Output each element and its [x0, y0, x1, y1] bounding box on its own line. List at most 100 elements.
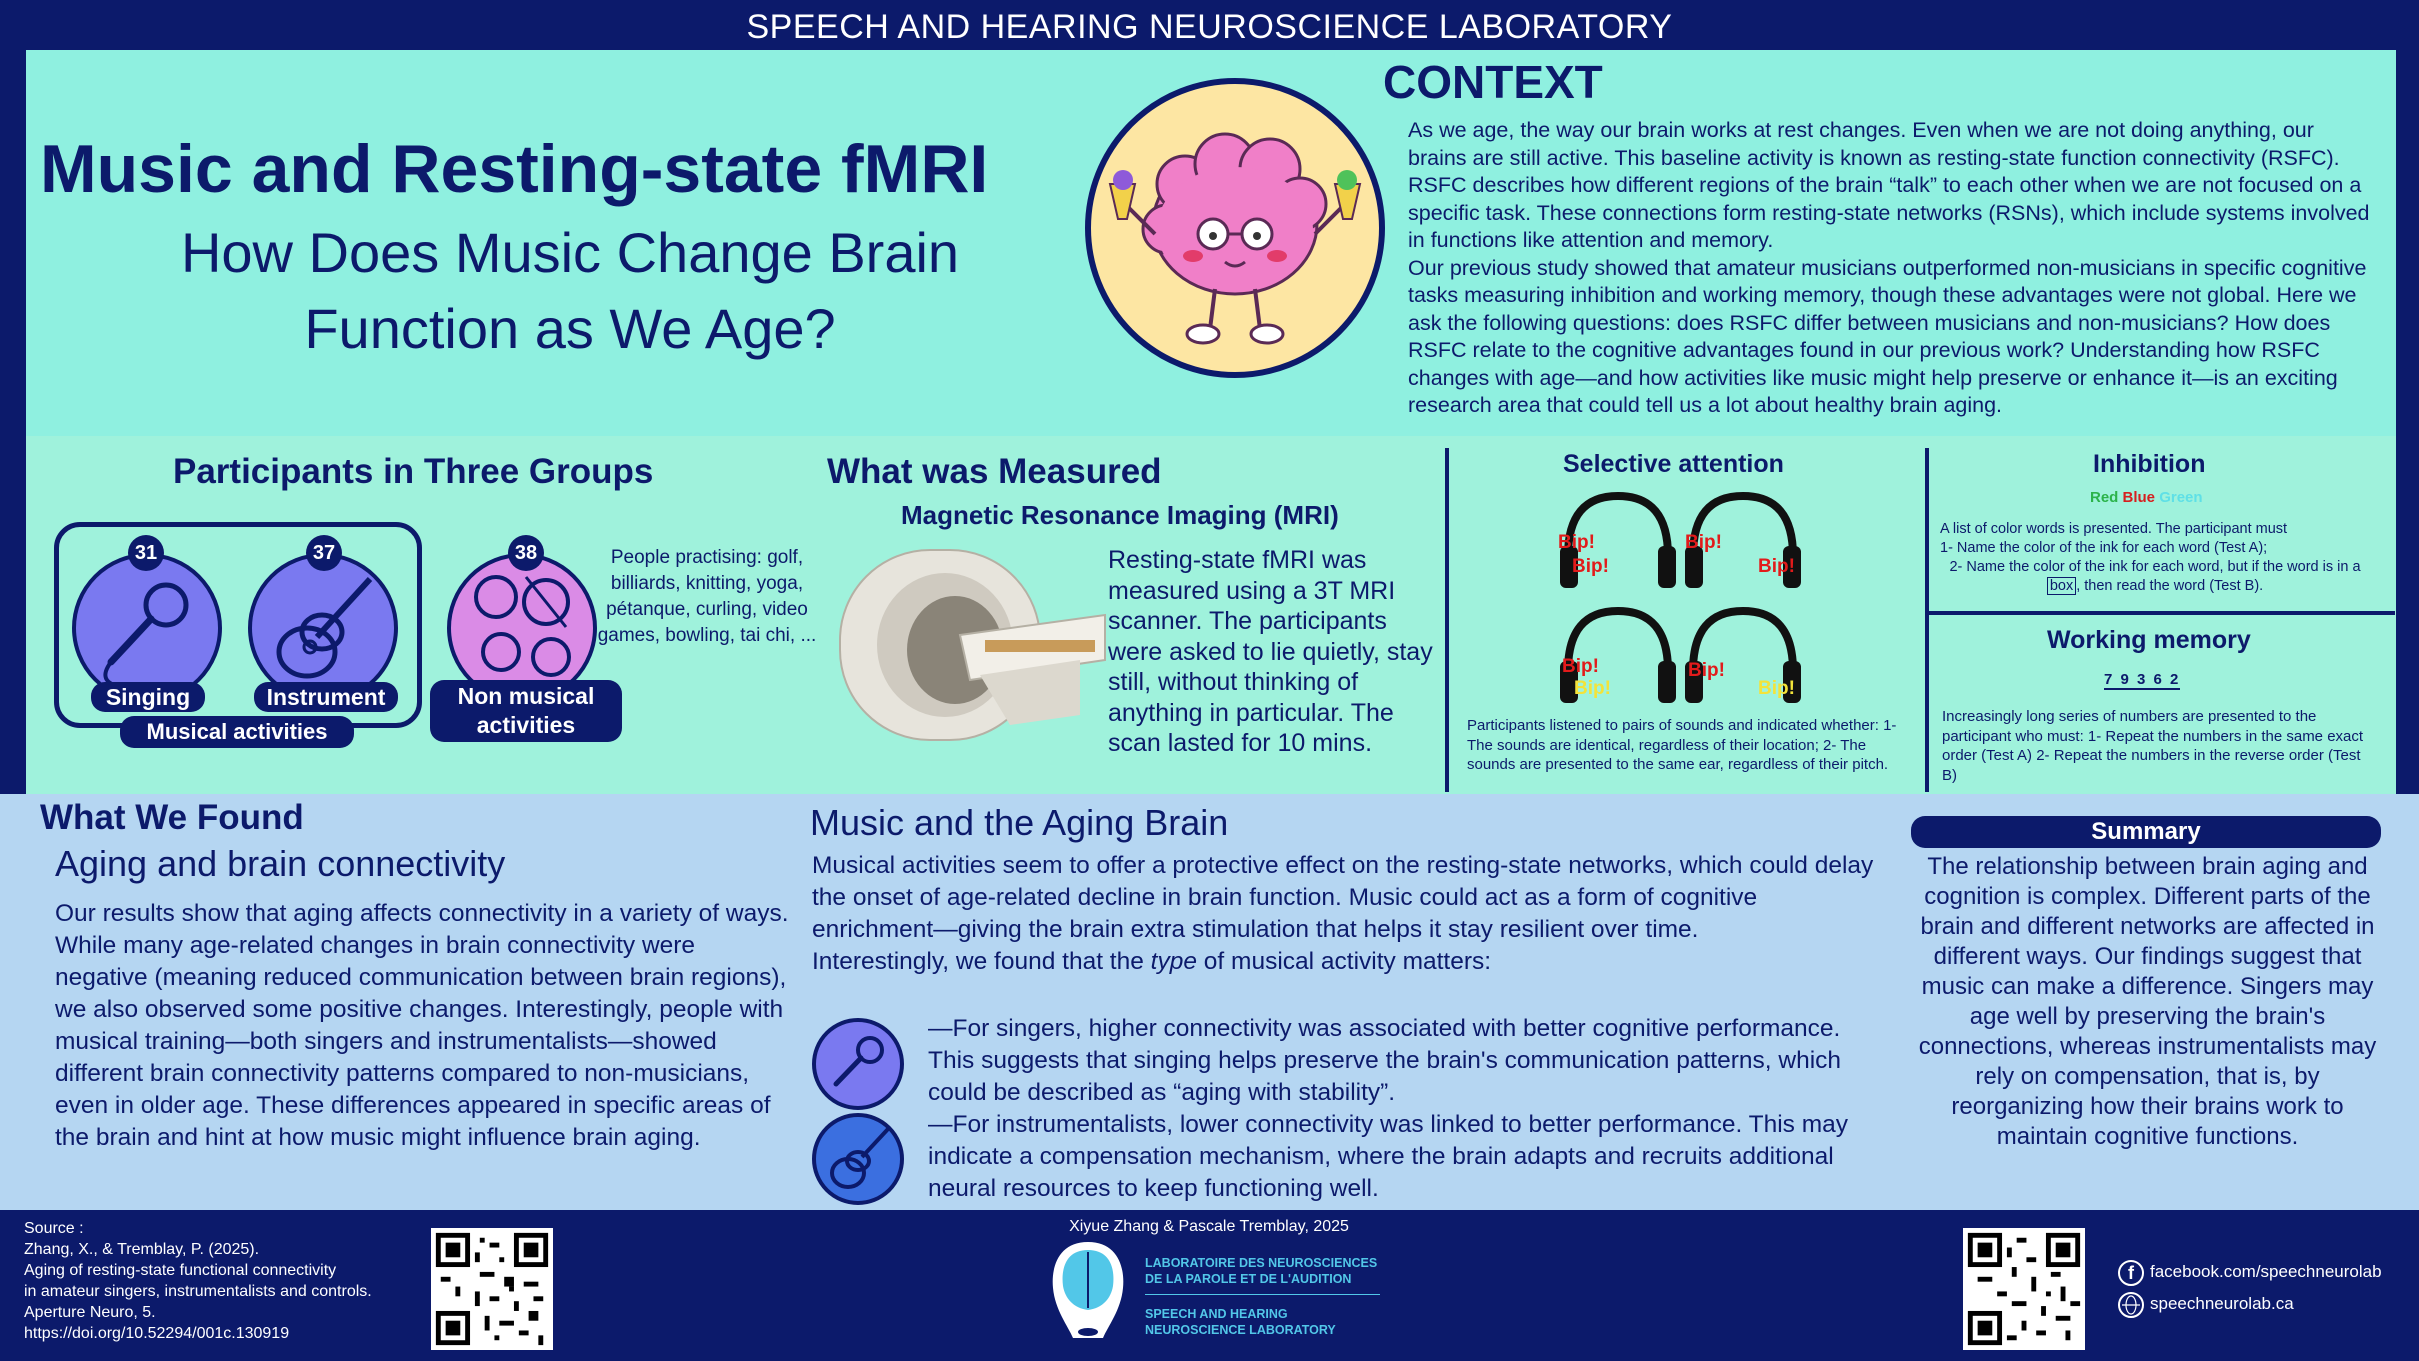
context-text: As we age, the way our brain works at re… [1408, 117, 2378, 420]
lab-name-en-line-1: SPEECH AND HEARING [1145, 1307, 1288, 1321]
authors-credit: Xiyue Zhang & Pascale Tremblay, 2025 [1069, 1218, 1349, 1235]
facebook-link[interactable]: facebook.com/speechneurolab [2150, 1262, 2382, 1281]
headphones-illustration [1548, 486, 1888, 706]
sound-label-1: Bip! [1558, 532, 1595, 553]
box-word: box [2046, 577, 2077, 595]
results-section [0, 794, 2419, 1210]
context-paragraph-2: Our previous study showed that amateur m… [1408, 255, 2367, 418]
source-line: in amateur singers, instrumentalists and… [24, 1283, 372, 1300]
non-musical-activities-note: People practising: golf, billiards, knit… [597, 547, 817, 646]
context-title: CONTEXT [1383, 56, 1603, 108]
context-paragraph-1: As we age, the way our brain works at re… [1408, 118, 2370, 252]
musical-activities-label: Musical activities [120, 716, 354, 748]
measured-text: Resting-state fMRI was measured using a … [1108, 546, 1433, 757]
color-word-blue: Blue [2122, 489, 2156, 506]
measured-title: What was Measured [827, 452, 1162, 491]
working-memory-title: Working memory [2047, 626, 2251, 654]
aging-paragraph-2: Interestingly, we found that the type of… [812, 946, 1877, 978]
lab-name-fr: LABORATOIRE DES NEUROSCIENCES DE LA PARO… [1145, 1255, 1377, 1287]
sound-label-2: Bip! [1572, 556, 1609, 577]
instrument-group-circle [248, 553, 398, 703]
website-link[interactable]: speechneurolab.ca [2150, 1294, 2294, 1313]
color-word-green: Green [2159, 489, 2203, 506]
singing-group-circle [72, 553, 222, 703]
inhibition-line-3a: 2- Name the color of the ink for each wo… [1949, 559, 2361, 575]
non-musical-label: Non musical activities [430, 680, 622, 742]
selective-attention-title: Selective attention [1563, 450, 1784, 478]
brain-icon [1108, 132, 1362, 345]
singers-text: —For singers, higher connectivity was as… [928, 1015, 1842, 1106]
found-subtitle: Aging and brain connectivity [55, 843, 506, 884]
divider-2 [1925, 448, 1929, 792]
non-musical-group-circle [447, 553, 597, 703]
qr-code-lab[interactable] [1963, 1228, 2085, 1350]
summary-text: The relationship between brain aging and… [1918, 853, 2377, 1150]
color-word-red: Red [2090, 489, 2119, 506]
instrumentalists-text: —For instrumentalists, lower connectivit… [928, 1111, 1849, 1202]
non-musical-count-badge: 38 [508, 535, 544, 571]
qr-code-icon [435, 1232, 549, 1346]
inhibition-text: A list of color words is presented. The … [1940, 520, 2370, 596]
globe-lines [2122, 1295, 2140, 1315]
mri-scanner-icon [839, 549, 1106, 741]
working-memory-text: Increasingly long series of numbers are … [1942, 708, 2364, 784]
inhibition-title: Inhibition [2093, 450, 2206, 478]
color-words: Red Blue Green [2090, 489, 2203, 506]
microphone-icon [103, 582, 189, 689]
aging-title: Music and the Aging Brain [810, 802, 1229, 843]
singers-icon-circle [812, 1018, 904, 1110]
facebook-icon: f [2118, 1260, 2144, 1286]
lab-logo [1043, 1238, 1133, 1354]
sound-label-5: Bip! [1562, 656, 1599, 677]
instrument-label: Instrument [254, 682, 398, 712]
singing-count-badge: 31 [128, 535, 164, 571]
divider-3 [1929, 611, 2395, 615]
sound-label-4: Bip! [1758, 556, 1795, 577]
source-line: Zhang, X., & Tremblay, P. (2025). [24, 1241, 260, 1258]
participants-title: Participants in Three Groups [173, 452, 654, 491]
divider-1 [1445, 448, 1449, 792]
lab-name-fr-line-1: LABORATOIRE DES NEUROSCIENCES [1145, 1256, 1378, 1270]
summary-title: Summary [1911, 816, 2381, 848]
inhibition-line-3: 2- Name the color of the ink for each wo… [1940, 558, 2370, 596]
poster-title: Music and Resting-state fMRI [40, 131, 989, 207]
microphone-small-icon [833, 1036, 884, 1087]
source-line: Aging of resting-state functional connec… [24, 1262, 337, 1279]
aging-text: Musical activities seem to offer a prote… [812, 850, 1877, 978]
singing-label: Singing [91, 682, 205, 712]
sound-label-6: Bip! [1574, 678, 1611, 699]
lab-header: SPEECH AND HEARING NEUROSCIENCE LABORATO… [746, 8, 1673, 46]
lab-name-fr-line-2: DE LA PAROLE ET DE L'AUDITION [1145, 1272, 1352, 1286]
inhibition-line-2: 1- Name the color of the ink for each wo… [1940, 540, 2268, 556]
found-text: Our results show that aging affects conn… [55, 900, 789, 1151]
measured-subtitle: Magnetic Resonance Imaging (MRI) [901, 500, 1339, 530]
qr-code-icon [1967, 1232, 2081, 1346]
mri-scanner-image [820, 540, 1110, 750]
source-citation: Source : Zhang, X., & Tremblay, P. (2025… [24, 1218, 444, 1344]
inhibition-line-3b: , then read the word (Test B). [2076, 578, 2264, 594]
sound-label-8: Bip! [1758, 678, 1795, 699]
aging-para2-b: of musical activity matters: [1196, 948, 1492, 975]
sound-label-3: Bip! [1685, 532, 1722, 553]
instrument-count-badge: 37 [306, 535, 342, 571]
poster-subtitle: How Does Music Change Brain Function as … [180, 221, 960, 360]
source-doi-link[interactable]: https://doi.org/10.52294/001c.130919 [24, 1325, 290, 1342]
lab-name-en-line-2: NEUROSCIENCE LABORATORY [1145, 1323, 1336, 1337]
headphones-icon [1560, 491, 1801, 703]
globe-icon [2118, 1292, 2144, 1318]
hobbies-icon [474, 575, 571, 677]
aging-para2-a: Interestingly, we found that the [812, 948, 1151, 975]
aging-para2-em: type [1150, 948, 1197, 975]
head-logo-icon [1052, 1242, 1124, 1338]
source-line: Aperture Neuro, 5. [24, 1304, 156, 1321]
lab-name-en: SPEECH AND HEARING NEUROSCIENCE LABORATO… [1145, 1306, 1336, 1338]
aging-paragraph-1: Musical activities seem to offer a prote… [812, 852, 1874, 943]
source-label: Source : [24, 1220, 84, 1237]
guitar-small-icon [830, 1127, 890, 1189]
instrumentalists-icon-circle [812, 1113, 904, 1205]
inhibition-line-1: A list of color words is presented. The … [1940, 521, 2288, 537]
found-title: What We Found [40, 798, 304, 837]
qr-code-source[interactable] [431, 1228, 553, 1350]
selective-attention-text: Participants listened to pairs of sounds… [1467, 717, 1897, 773]
guitar-icon [276, 576, 373, 679]
